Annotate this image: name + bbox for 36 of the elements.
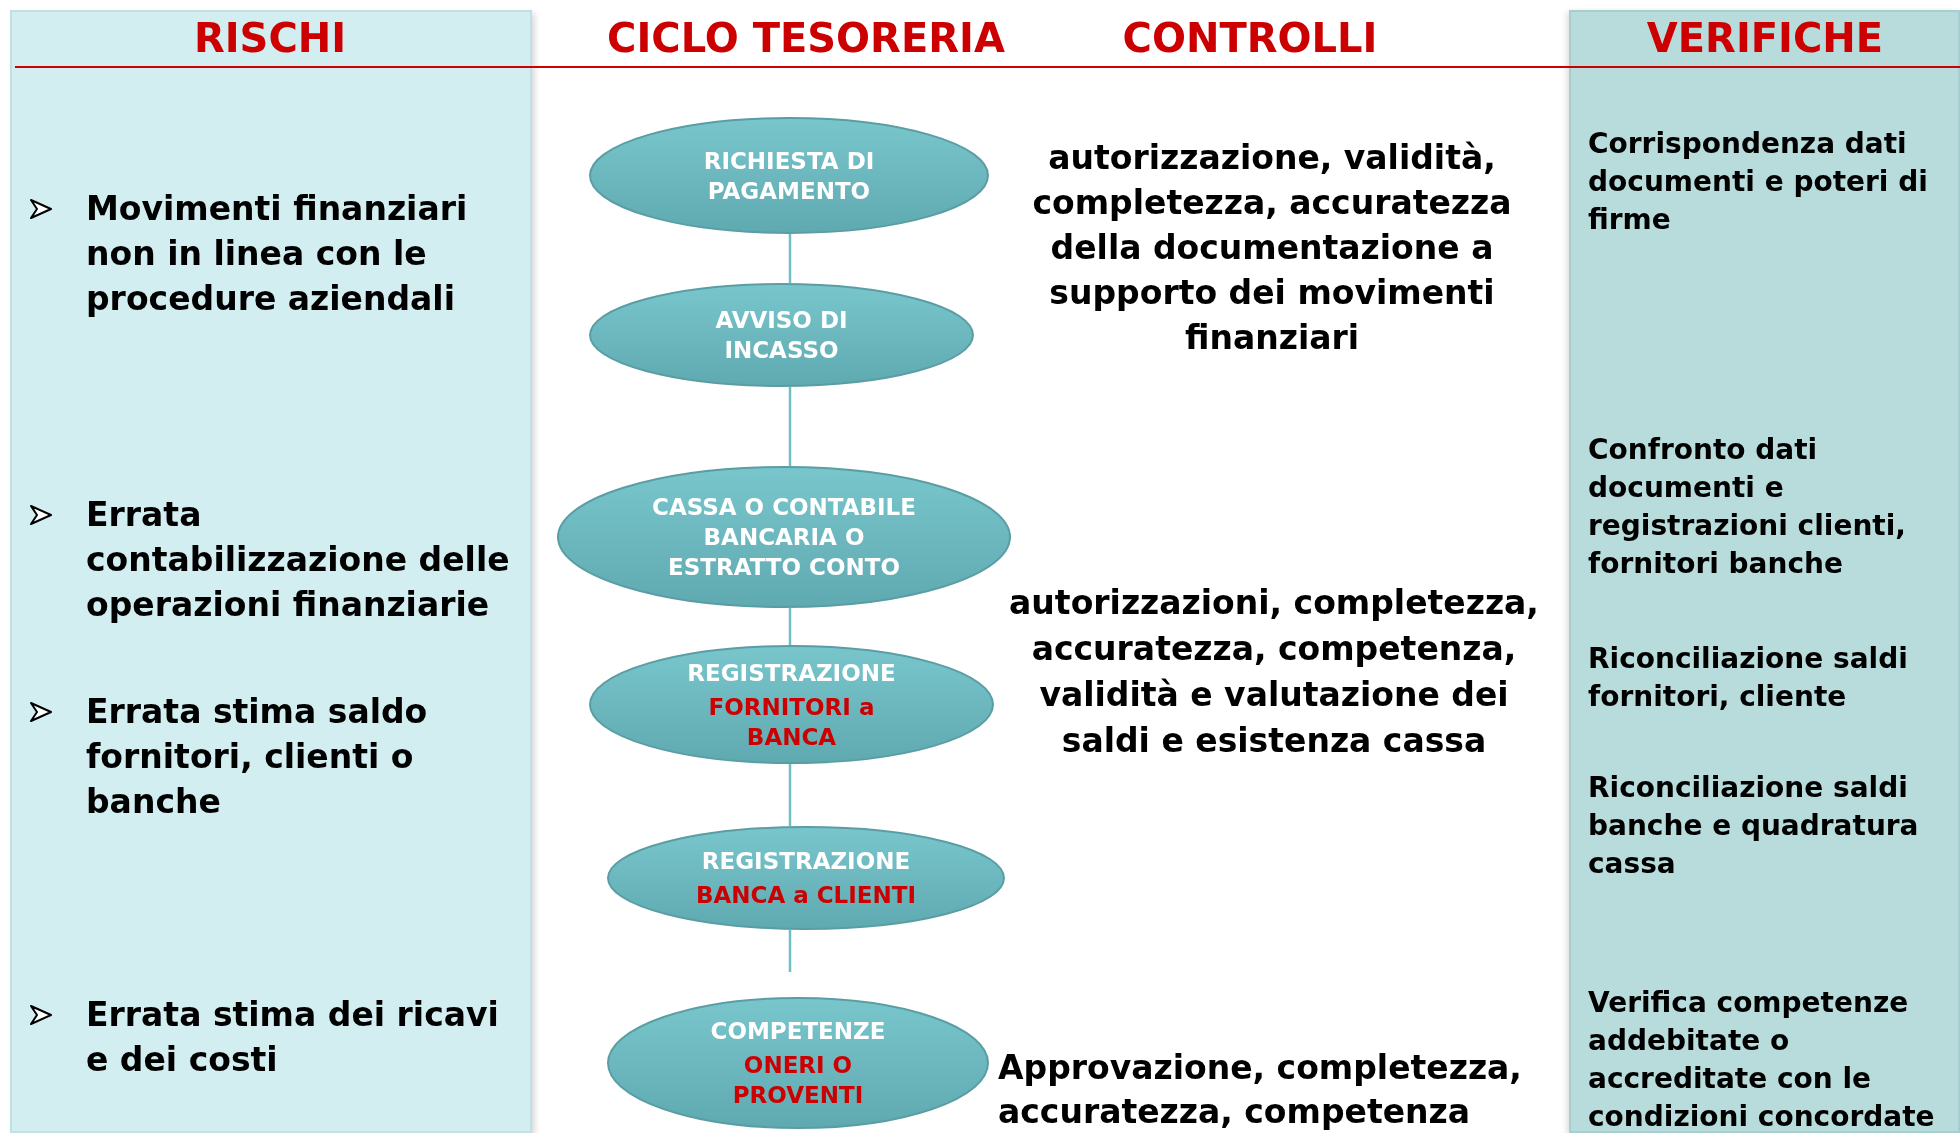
verification-text: Corrispondenza dati documenti e poteri di firme (1588, 126, 1929, 238)
step-title: COMPETENZE (710, 1017, 886, 1046)
column-heading: CICLO TESORERIA (606, 14, 1006, 62)
process-ellipse (588, 116, 990, 235)
column-heading: CONTROLLI (1121, 14, 1379, 62)
risk-text: Movimenti finanziari non in linea con le procedure aziendali (86, 188, 469, 320)
control-text: autorizzazione, validità, completezza, accuratezza della documentazione a supporto dei movimenti finanziari (1031, 137, 1513, 359)
step-title: AVVISO DI INCASSO (714, 306, 849, 365)
process-ellipse (588, 644, 995, 765)
connector-line (788, 234, 792, 283)
connector-line (788, 387, 792, 466)
process-ellipse (606, 996, 990, 1130)
connector-line (788, 764, 792, 826)
process-ellipse (556, 465, 1012, 609)
risk-text: Errata stima saldo fornitori, clienti o banche (86, 691, 429, 823)
risk-text: Errata stima dei ricavi e dei costi (86, 994, 500, 1081)
step-title: RICHIESTA DI PAGAMENTO (702, 146, 876, 206)
process-ellipse (606, 825, 1006, 931)
connector-line (788, 930, 792, 972)
step-title: REGISTRAZIONE (687, 658, 896, 688)
verification-text: Verifica competenze addebitate o accreditate con le condizioni concordate (1588, 985, 1936, 1133)
step-subtitle: ONERI O PROVENTI (731, 1051, 865, 1110)
control-text: autorizzazioni, completezza, accuratezza, competenza, validità e valutazione dei saldi e esistenza cassa (1008, 582, 1540, 762)
verification-text: Riconciliazione saldi banche e quadratura cassa (1588, 770, 1920, 882)
risk-text: Errata contabilizzazione delle operazioni finanziarie (86, 494, 511, 626)
process-ellipse (588, 282, 975, 388)
step-subtitle: FORNITORI a BANCA (707, 692, 876, 752)
step-subtitle: BANCA a CLIENTI (695, 881, 917, 910)
step-title: REGISTRAZIONE (701, 847, 911, 876)
column-heading: VERIFICHE (1645, 14, 1885, 62)
step-title: CASSA O CONTABILE BANCARIA O ESTRATTO CONTO (651, 493, 917, 582)
control-text: Approvazione, completezza, accuratezza, competenza (998, 1047, 1523, 1133)
column-heading: RISCHI (192, 14, 348, 62)
connector-line (788, 608, 792, 645)
verification-text: Confronto dati documenti e registrazioni clienti, fornitori banche (1588, 432, 1907, 582)
verification-text: Riconciliazione saldi fornitori, cliente (1588, 641, 1909, 715)
